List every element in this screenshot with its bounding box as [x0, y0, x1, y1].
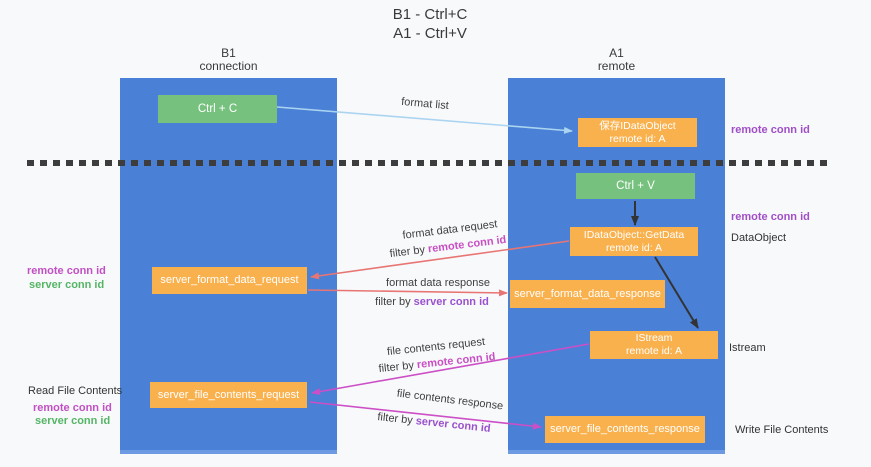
- server-file-contents-response-label: server_file_contents_response: [550, 423, 700, 435]
- server-format-data-response-box: server_format_data_response: [510, 280, 665, 308]
- left-remote-conn-id-bottom-label: remote conn id: [33, 402, 112, 414]
- istream-box: IStream remote id: A: [590, 331, 718, 359]
- format-data-response-label: format data response: [386, 277, 490, 289]
- column-b1-name: B1: [221, 46, 236, 60]
- left-server-conn-id-top-label: server conn id: [29, 279, 105, 291]
- title-line-2: A1 - Ctrl+V: [393, 25, 467, 42]
- ctrl-c-box: Ctrl + C: [158, 95, 277, 123]
- getdata-line2: remote id: A: [605, 241, 663, 254]
- file-contents-response-label: file contents response: [396, 387, 504, 413]
- remote-conn-id-key: remote conn id: [416, 350, 496, 372]
- right-remote-conn-id-top-label: remote conn id: [731, 124, 810, 136]
- server-format-data-request-box: server_format_data_request: [152, 267, 307, 294]
- server-conn-id-key: server conn id: [413, 296, 489, 308]
- title-line-1: B1 - Ctrl+C: [392, 6, 468, 23]
- file-contents-response-filter-label: filter by server conn id: [377, 411, 491, 435]
- read-file-contents-label: Read File Contents: [28, 385, 123, 397]
- server-format-data-response-label: server_format_data_response: [514, 287, 661, 300]
- format-list-label: format list: [400, 95, 450, 113]
- column-b1-subtitle: connection: [199, 59, 258, 73]
- filter-by-text: filter by: [376, 411, 417, 428]
- column-header-b1: B1 connection: [120, 47, 337, 73]
- istream-line2: remote id: A: [625, 345, 683, 357]
- save-dataobject-box: 保存IDataObject remote id: A: [578, 118, 697, 147]
- ctrl-c-label: Ctrl + C: [197, 102, 238, 115]
- filter-by-text: filter by: [378, 359, 418, 376]
- server-format-data-request-label: server_format_data_request: [160, 274, 299, 286]
- save-dataobject-line2: remote id: A: [609, 132, 666, 145]
- getdata-line1: IDataObject::GetData: [583, 228, 685, 241]
- format-data-response-arrow: [307, 289, 508, 297]
- column-a1-subtitle: remote: [597, 59, 636, 73]
- ctrl-v-box: Ctrl + V: [576, 173, 695, 199]
- server-file-contents-response-box: server_file_contents_response: [545, 416, 705, 443]
- filter-by-text: filter by: [375, 296, 414, 308]
- server-conn-id-key: server conn id: [415, 415, 492, 435]
- server-file-contents-request-label: server_file_contents_request: [157, 388, 300, 401]
- ctrl-v-label: Ctrl + V: [616, 179, 655, 192]
- dataobject-label: DataObject: [731, 232, 787, 244]
- save-dataobject-line1: 保存IDataObject: [599, 119, 676, 132]
- column-a1-name: A1: [609, 46, 624, 60]
- column-header-a1: A1 remote: [508, 47, 725, 73]
- write-file-contents-label: Write File Contents: [735, 424, 829, 436]
- server-file-contents-request-box: server_file_contents_request: [150, 382, 307, 408]
- istream-line1: IStream: [635, 332, 673, 344]
- filter-by-text: filter by: [389, 243, 429, 261]
- right-remote-conn-id-mid-label: remote conn id: [731, 211, 810, 223]
- diagram-title: B1 - Ctrl+C A1 - Ctrl+V: [0, 5, 860, 43]
- left-remote-conn-id-top-label: remote conn id: [27, 265, 106, 277]
- format-data-response-filter-label: filter by server conn id: [375, 296, 489, 308]
- getdata-box: IDataObject::GetData remote id: A: [570, 227, 698, 256]
- istream-side-label: Istream: [729, 342, 766, 354]
- left-server-conn-id-bottom-label: server conn id: [35, 415, 111, 427]
